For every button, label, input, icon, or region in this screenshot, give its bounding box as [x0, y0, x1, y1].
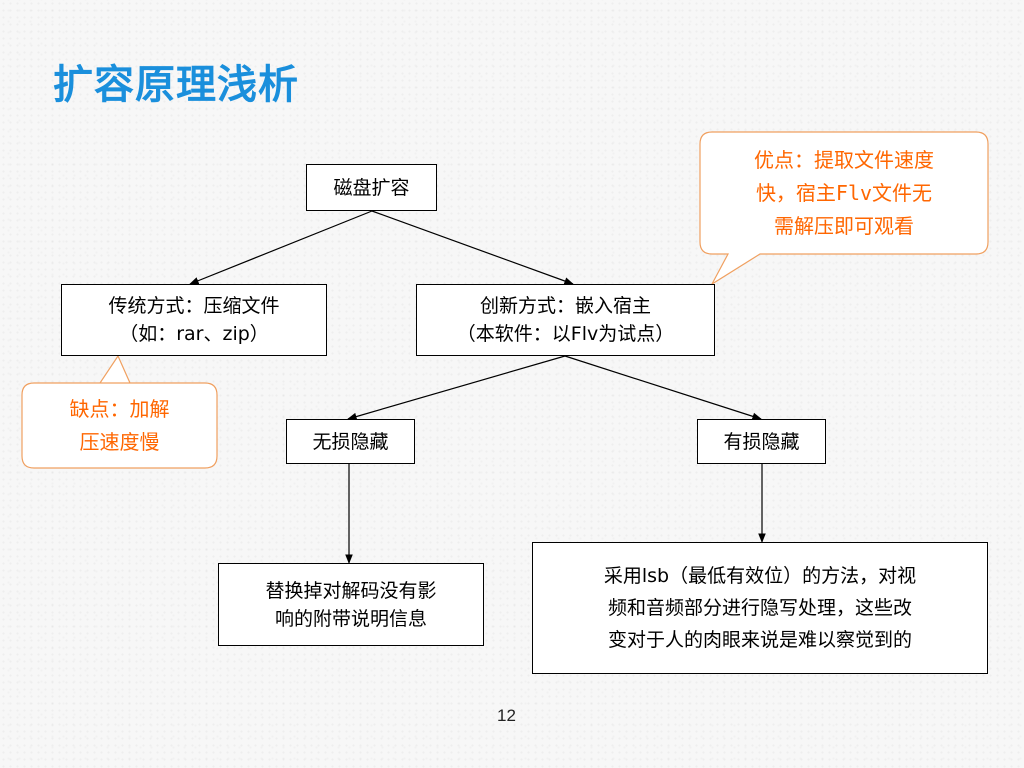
node-disk-expansion-label: 磁盘扩容: [333, 176, 410, 199]
node-innovative-method: 创新方式：嵌入宿主 （本软件：以Flv为试点）: [416, 284, 715, 356]
slide-title: 扩容原理浅析: [53, 62, 299, 108]
node-traditional-method: 传统方式：压缩文件 （如：rar、zip）: [61, 284, 327, 356]
cons-callout-shape: [21, 354, 218, 469]
node-lossy-detail-line-1: 采用lsb（最低有效位）的方法，对视: [603, 565, 917, 587]
node-lossy-label: 有损隐藏: [723, 430, 800, 453]
node-traditional-line-2: （如：rar、zip）: [119, 323, 269, 345]
node-lossless-hiding: 无损隐藏: [286, 419, 415, 464]
pros-callout: 优点：提取文件速度 快，宿主Flv文件无 需解压即可观看: [700, 132, 988, 254]
node-lossless-detail-line-2: 响的附带说明信息: [274, 607, 427, 630]
pros-line-2: 快，宿主Flv文件无: [755, 180, 933, 205]
edge-innovative-lossless: [347, 355, 566, 421]
pros-line-3: 需解压即可观看: [774, 213, 914, 238]
node-innovative-line-1: 创新方式：嵌入宿主: [479, 295, 651, 317]
node-lossy-detail: 采用lsb（最低有效位）的方法，对视 频和音频部分进行隐写处理，这些改 变对于人…: [532, 542, 988, 674]
node-lossy-detail-line-2: 频和音频部分进行隐写处理，这些改: [607, 597, 912, 619]
cons-callout: 缺点：加解 压速度慢: [22, 383, 217, 468]
node-traditional-line-1: 传统方式：压缩文件: [108, 295, 280, 317]
node-lossy-hiding: 有损隐藏: [697, 419, 826, 464]
edge-innovative-lossy: [564, 355, 762, 421]
edge-root-traditional: [189, 210, 373, 285]
node-lossy-detail-line-3: 变对于人的肉眼来说是难以察觉到的: [607, 629, 912, 651]
page-number: 12: [497, 706, 516, 725]
node-lossless-detail: 替换掉对解码没有影 响的附带说明信息: [218, 563, 484, 646]
edge-root-innovative: [371, 210, 574, 285]
node-innovative-line-2: （本软件：以Flv为试点）: [456, 323, 675, 345]
pros-line-1: 优点：提取文件速度: [754, 147, 934, 172]
node-disk-expansion: 磁盘扩容: [306, 164, 437, 211]
cons-line-2: 压速度慢: [79, 429, 160, 454]
node-lossless-detail-line-1: 替换掉对解码没有影: [265, 579, 437, 602]
node-lossless-label: 无损隐藏: [312, 430, 389, 453]
cons-line-1: 缺点：加解: [69, 396, 170, 421]
pros-callout-shape: [699, 131, 989, 286]
